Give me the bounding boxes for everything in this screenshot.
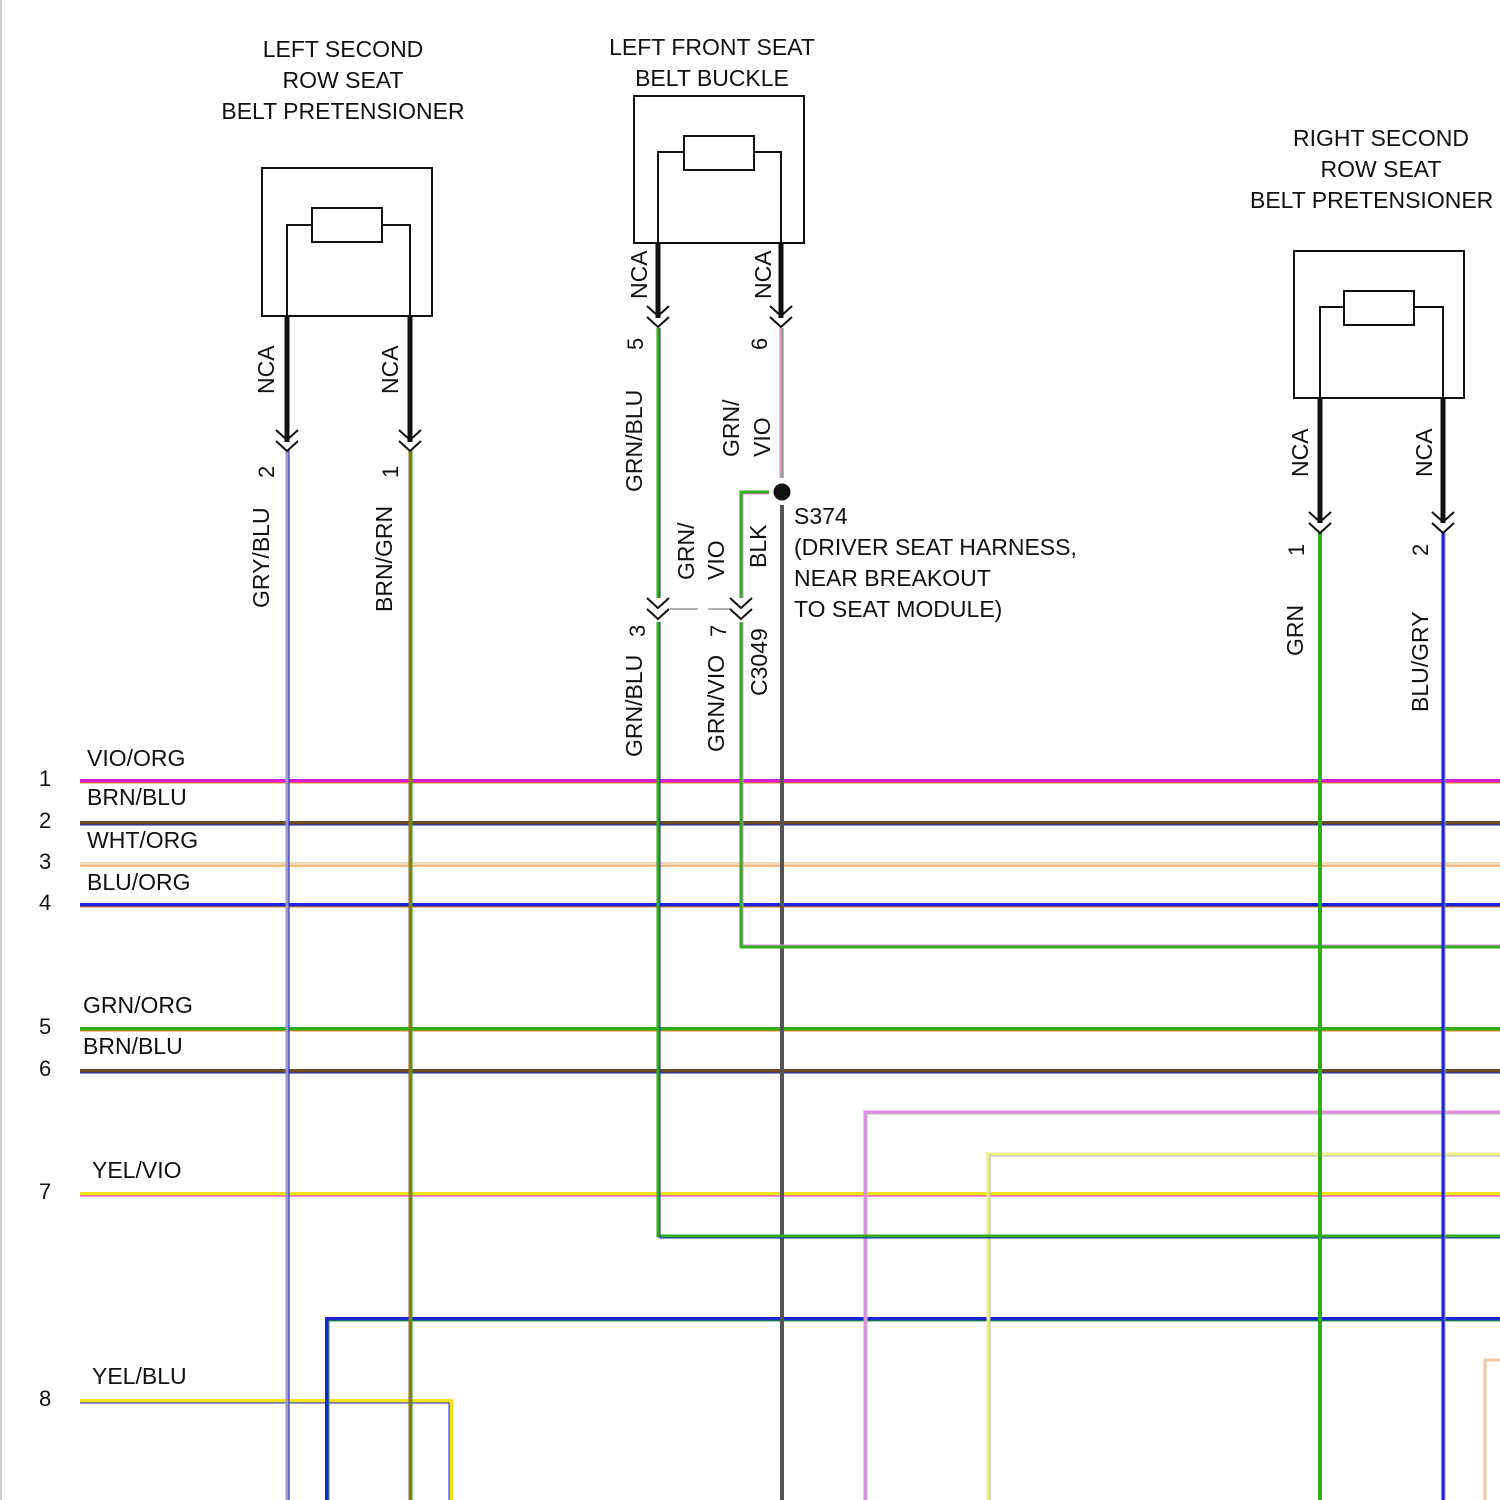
wire-yel-lower	[988, 1154, 1500, 1500]
bus-line-2	[80, 823, 1500, 825]
wire-label-brn-grn: BRN/GRN	[371, 506, 397, 612]
nca-label: NCA	[750, 250, 776, 299]
bus-line-8	[80, 1401, 451, 1500]
wire-label-blu-gry: BLU/GRY	[1407, 611, 1433, 712]
bus-number-4: 4	[39, 890, 51, 915]
bus-label-8: YEL/BLU	[92, 1363, 187, 1389]
splice-desc-2: NEAR BREAKOUT	[794, 565, 991, 591]
terminal-icon	[647, 598, 669, 619]
nca-label: NCA	[1287, 428, 1313, 477]
wire-label-grn-blu-lower: GRN/BLU	[621, 655, 647, 757]
splice-s374: S374 (DRIVER SEAT HARNESS, NEAR BREAKOUT…	[774, 484, 1077, 623]
wire-gry-blu	[287, 450, 289, 1500]
wire-org-corner	[1485, 1360, 1500, 1500]
left-front-seat-belt-buckle: LEFT FRONT SEAT BELT BUCKLE NCA NCA 5 6 …	[609, 34, 815, 492]
left-front-title-2: BELT BUCKLE	[635, 65, 789, 91]
nca-label: NCA	[253, 345, 279, 394]
wire-label-grn-vio-lower: GRN/VIO	[703, 655, 729, 752]
wire-label-blk: BLK	[745, 524, 771, 568]
wire-blu-gry	[1443, 533, 1445, 1500]
bus-label-1: VIO/ORG	[87, 745, 185, 771]
bus-line-3	[80, 864, 1500, 866]
bus-number-5: 5	[39, 1014, 51, 1039]
left-second-title-2: ROW SEAT	[283, 67, 404, 93]
bus-label-4: BLU/ORG	[87, 869, 191, 895]
connector-id: C3049	[746, 628, 772, 696]
right-second-title-3: BELT PRETENSIONER	[1250, 187, 1493, 213]
wire-blu-bottom	[327, 1319, 1500, 1500]
pin-number: 1	[378, 466, 403, 478]
bus-number-1: 1	[39, 766, 51, 791]
splice-desc-3: TO SEAT MODULE)	[794, 596, 1002, 622]
pin-number: 3	[625, 625, 650, 637]
bus-label-7: YEL/VIO	[92, 1157, 181, 1183]
bus-number-6: 6	[39, 1056, 51, 1081]
left-second-title-3: BELT PRETENSIONER	[221, 98, 464, 124]
pin-number: 6	[747, 338, 772, 350]
bus-line-4	[80, 905, 1500, 907]
wire-grn-vio-lower	[741, 622, 1500, 947]
splice-desc-1: (DRIVER SEAT HARNESS,	[794, 534, 1077, 560]
bus-label-2: BRN/BLU	[87, 784, 187, 810]
bus-line-5	[80, 1029, 1500, 1031]
right-second-title-2: ROW SEAT	[1321, 156, 1442, 182]
pin-number: 1	[1284, 544, 1309, 556]
wire-label-grn-blu: GRN/BLU	[621, 390, 647, 492]
pin-number: 7	[706, 625, 731, 637]
wire-vio-lower	[865, 1112, 1500, 1500]
wires	[80, 328, 1500, 1500]
pin-number: 2	[1408, 544, 1433, 556]
pin-number: 5	[623, 338, 648, 350]
bus-line-1	[80, 781, 1500, 783]
switch-element	[684, 136, 754, 170]
bus-labels: 1 VIO/ORG 2 BRN/BLU 3 WHT/ORG 4 BLU/ORG …	[39, 745, 198, 1411]
bus-line-6	[80, 1071, 1500, 1073]
pin-number: 2	[254, 466, 279, 478]
bus-number-2: 2	[39, 808, 51, 833]
splice-dot-icon	[774, 484, 791, 501]
left-second-title-1: LEFT SECOND	[263, 36, 424, 62]
bus-label-5: GRN/ORG	[83, 992, 193, 1018]
squib-element	[1344, 291, 1414, 325]
wire-label-grn: GRN	[1282, 605, 1308, 656]
wire-grn-blu-upper	[658, 328, 660, 598]
connector-c3049: GRN/ VIO BLK 3 7 GRN/BLU GRN/VIO C3049	[621, 522, 772, 757]
wire-label-grn-vio-upper-2: VIO	[703, 540, 729, 580]
wire-label-grn-vio-2: VIO	[749, 417, 775, 457]
right-second-row-pretensioner: RIGHT SECOND ROW SEAT BELT PRETENSIONER …	[1250, 125, 1493, 712]
nca-label: NCA	[377, 345, 403, 394]
wire-brn-grn	[410, 450, 412, 1500]
left-second-row-pretensioner: LEFT SECOND ROW SEAT BELT PRETENSIONER N…	[221, 36, 464, 612]
nca-label: NCA	[626, 250, 652, 299]
wire-label-grn-vio-upper-1: GRN/	[673, 522, 699, 580]
bus-number-3: 3	[39, 849, 51, 874]
terminal-icon	[730, 598, 752, 619]
wire-label-grn-vio-1: GRN/	[718, 399, 744, 457]
bus-number-8: 8	[39, 1386, 51, 1411]
wire-grn-vio-upper	[781, 328, 783, 478]
wire-label-gry-blu: GRY/BLU	[248, 507, 274, 608]
right-second-title-1: RIGHT SECOND	[1293, 125, 1469, 151]
wire-grn-blu-lower	[658, 622, 1500, 1238]
bus-number-7: 7	[39, 1179, 51, 1204]
bus-label-6: BRN/BLU	[83, 1033, 183, 1059]
bus-label-3: WHT/ORG	[87, 827, 198, 853]
left-front-title-1: LEFT FRONT SEAT	[609, 34, 815, 60]
nca-label: NCA	[1411, 428, 1437, 477]
splice-id: S374	[794, 503, 848, 529]
squib-element	[312, 208, 382, 242]
bus-line-7	[80, 1194, 1500, 1196]
